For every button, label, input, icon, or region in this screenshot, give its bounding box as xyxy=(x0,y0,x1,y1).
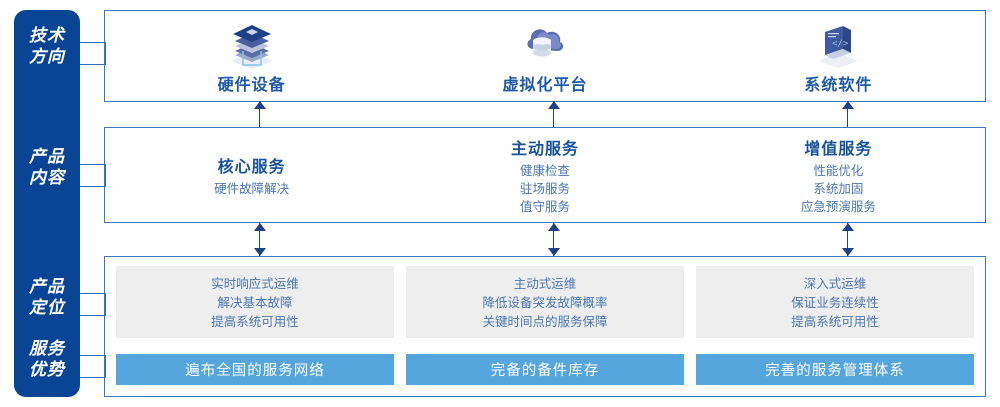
positioning-row: 实时响应式运维 解决基本故障 提高系统可用性 主动式运维 降低设备突发故障概率 … xyxy=(116,266,974,338)
positioning-line: 提高系统可用性 xyxy=(211,313,299,329)
positioning-line: 保证业务连续性 xyxy=(791,294,879,310)
product-card-item: 值守服务 xyxy=(519,198,570,214)
rail-label-product-position: 产品 定位 xyxy=(29,277,65,318)
product-card-item: 性能优化 xyxy=(813,162,864,178)
product-card-item: 系统加固 xyxy=(813,180,864,196)
positioning-line: 主动式运维 xyxy=(513,275,577,291)
product-card-items: 健康检查 驻场服务 值守服务 xyxy=(520,162,570,216)
category-rail xyxy=(14,10,80,397)
advantage-bar-service-network[interactable]: 遍布全国的服务网络 xyxy=(116,354,394,385)
product-card-title: 主动服务 xyxy=(510,138,579,158)
arrow-updown-proactive-service xyxy=(547,223,561,256)
positioning-advantage-section: 实时响应式运维 解决基本故障 提高系统可用性 主动式运维 降低设备突发故障概率 … xyxy=(104,256,986,397)
positioning-line: 实时响应式运维 xyxy=(211,275,299,291)
arrow-updown-core-service xyxy=(253,223,267,256)
product-card-items: 硬件故障解决 xyxy=(214,180,289,198)
advantage-bar-spare-parts[interactable]: 完备的备件库存 xyxy=(406,354,684,385)
tech-card-label: 系统软件 xyxy=(804,75,873,94)
positioning-cell-proactive[interactable]: 主动式运维 降低设备突发故障概率 关键时间点的服务保障 xyxy=(406,266,684,338)
rail-label-tech-direction: 技术 方向 xyxy=(29,26,65,67)
rail-label-service-advantage: 服务 优势 xyxy=(29,339,65,380)
product-card-title: 增值服务 xyxy=(804,138,873,158)
positioning-line: 深入式运维 xyxy=(803,275,867,291)
arrow-up-system-software xyxy=(841,101,855,127)
arrow-up-hardware xyxy=(253,101,267,127)
tech-card-hardware[interactable]: 硬件设备 xyxy=(105,11,398,101)
positioning-line: 解决基本故障 xyxy=(217,294,293,310)
advantage-row: 遍布全国的服务网络 完备的备件库存 完善的服务管理体系 xyxy=(116,354,974,385)
tech-card-label: 硬件设备 xyxy=(217,75,286,94)
positioning-line: 关键时间点的服务保障 xyxy=(482,313,608,329)
arrow-updown-value-added-service xyxy=(841,223,855,256)
positioning-cell-realtime[interactable]: 实时响应式运维 解决基本故障 提高系统可用性 xyxy=(116,266,394,338)
tech-card-virtualization[interactable]: 虚拟化平台 xyxy=(398,11,691,101)
advantage-bar-management-system[interactable]: 完善的服务管理体系 xyxy=(696,354,974,385)
product-card-value-added-service[interactable]: 增值服务 性能优化 系统加固 应急预演服务 xyxy=(692,128,985,222)
positioning-cell-indepth[interactable]: 深入式运维 保证业务连续性 提高系统可用性 xyxy=(696,266,974,338)
product-card-item: 硬件故障解决 xyxy=(214,180,290,196)
server-stack-icon xyxy=(225,21,279,69)
product-content-section: 核心服务 硬件故障解决 主动服务 健康检查 驻场服务 值守服务 增值服务 性能优… xyxy=(104,127,986,223)
arrow-up-virtualization xyxy=(547,101,561,127)
product-card-proactive-service[interactable]: 主动服务 健康检查 驻场服务 值守服务 xyxy=(398,128,691,222)
positioning-line: 降低设备突发故障概率 xyxy=(482,294,608,310)
cloud-database-icon xyxy=(518,21,572,69)
tech-card-label: 虚拟化平台 xyxy=(502,75,588,94)
product-card-item: 驻场服务 xyxy=(519,180,570,196)
product-card-item: 健康检查 xyxy=(519,162,570,178)
product-card-items: 性能优化 系统加固 应急预演服务 xyxy=(801,162,876,216)
product-card-core-service[interactable]: 核心服务 硬件故障解决 xyxy=(105,128,398,222)
laptop-code-icon: </> xyxy=(811,21,865,69)
product-card-item: 应急预演服务 xyxy=(800,198,876,214)
product-card-title: 核心服务 xyxy=(217,156,286,176)
tech-direction-section: 硬件设备 虚拟化平台 xyxy=(104,10,986,102)
svg-text:</>: </> xyxy=(832,39,849,49)
tech-card-system-software[interactable]: </> 系统软件 xyxy=(692,11,985,101)
rail-label-product-content: 产品 内容 xyxy=(29,147,65,188)
positioning-line: 提高系统可用性 xyxy=(791,313,879,329)
